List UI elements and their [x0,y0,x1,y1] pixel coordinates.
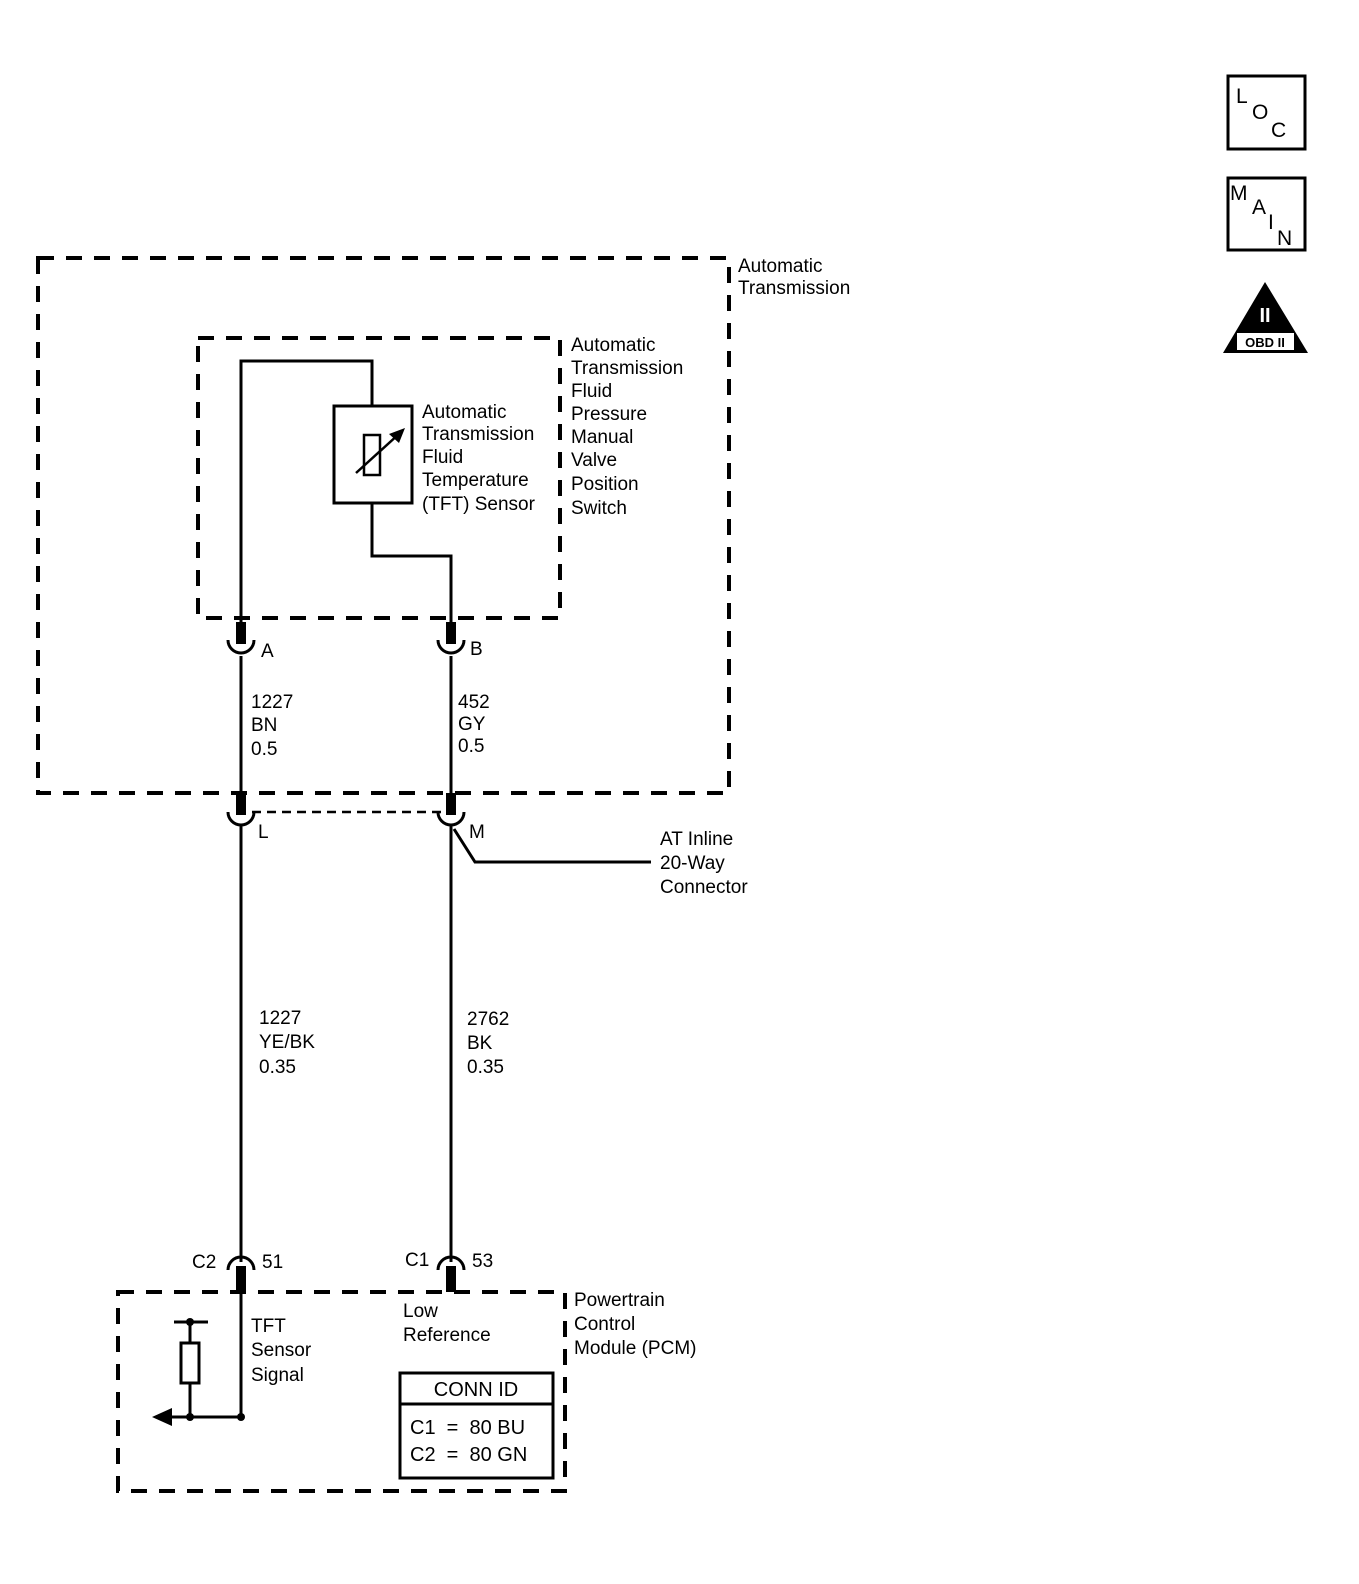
inline-connector-label: AT Inline 20-Way Connector [660,829,748,898]
svg-text:N: N [1277,227,1292,250]
connector-pin-b [436,622,466,655]
pin-label-m: M [469,822,485,843]
svg-text:A: A [1252,196,1266,219]
svg-text:OBD II: OBD II [1245,335,1285,350]
svg-text:O: O [1252,101,1268,124]
conn-id-table: CONN ID C1 = 80 BU C2 = 80 GN [398,1371,555,1480]
pin-label-l: L [258,822,269,843]
svg-text:L: L [1236,85,1248,108]
automatic-transmission-boundary [36,256,731,795]
tft-sensor-label: Automatic Transmission Fluid Temperature… [422,402,540,515]
wire-label-2762-bk: 2762 BK 0.35 [467,1009,515,1078]
inline-connector-leader [452,828,651,864]
tft-signal-label: TFT Sensor Signal [251,1316,316,1386]
automatic-transmission-label: Automatic Transmission [738,256,850,299]
wire-label-452-gy: 452 GY 0.5 [458,692,495,757]
wire-label-1227-bn: 1227 BN 0.5 [251,692,299,760]
connector-pin-m [436,793,466,827]
manual-valve-switch-boundary [196,336,562,620]
connector-pin-c1-53 [436,1255,466,1292]
pcm-label: Powertrain Control Module (PCM) [574,1290,696,1359]
svg-text:I: I [1268,211,1274,234]
connector-pin-l [226,793,256,827]
connector-pin-a [226,622,256,655]
svg-text:II: II [1259,305,1270,327]
connector-label-c1: C1 [405,1250,429,1271]
pin-number-53: 53 [472,1251,493,1272]
wire-circuit-452-2762 [370,503,453,1262]
conn-id-row: C2 = 80 GN [410,1444,527,1466]
connector-label-c2: C2 [192,1252,216,1273]
pin-label-a: A [261,641,274,662]
svg-text:C: C [1271,119,1286,142]
obd-ii-icon[interactable]: II OBD II [1223,282,1308,353]
loc-icon[interactable]: L O C [1226,74,1307,151]
tft-sensor-symbol [332,404,414,505]
connector-pin-c2-51 [226,1255,256,1292]
wire-circuit-1227 [239,359,374,1417]
pin-number-51: 51 [262,1252,283,1273]
conn-id-title: CONN ID [434,1379,518,1401]
manual-valve-switch-label: Automatic Transmission Fluid Pressure Ma… [571,335,689,519]
pcm-boundary [116,1290,567,1493]
svg-text:M: M [1230,182,1248,205]
pin-label-b: B [470,639,483,660]
wire-label-1227-ye-bk: 1227 YE/BK 0.35 [259,1008,320,1078]
main-icon[interactable]: M A I N [1226,176,1307,252]
pcm-input-circuit [152,1318,245,1426]
conn-id-row: C1 = 80 BU [410,1417,525,1439]
low-reference-label: Low Reference [403,1301,491,1346]
